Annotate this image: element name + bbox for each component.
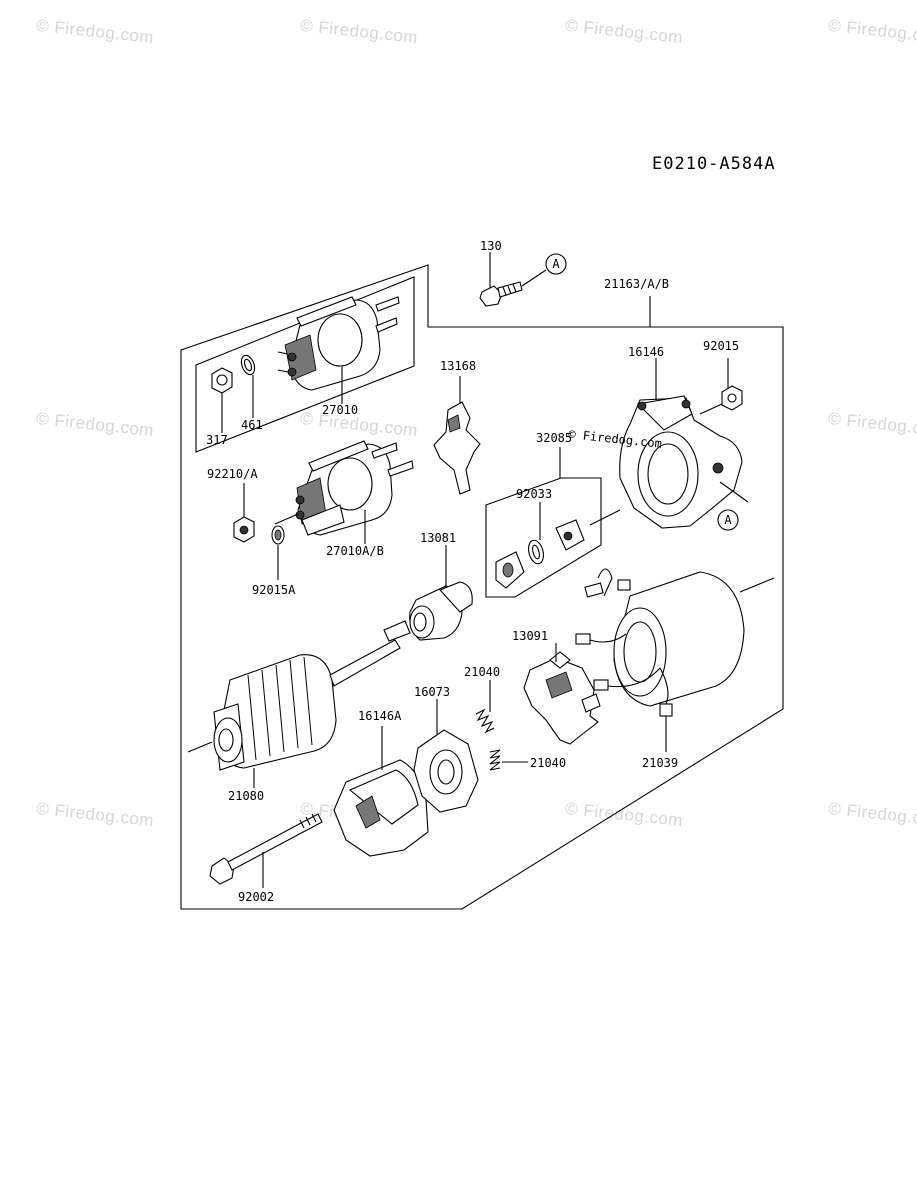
label-130: 130 [480,239,502,253]
label-16146: 16146 [628,345,664,359]
brush-plate-16073 [413,699,479,813]
label-461: 461 [241,418,263,432]
label-13091: 13091 [512,629,548,643]
label-21040: 21040 [530,756,566,770]
brush-spring-21040 [475,680,495,734]
insulator-kit-outline [485,477,602,598]
armature-21080 [187,620,411,788]
label-32085: 32085 [536,431,572,445]
lever-13168 [433,376,481,495]
label-16073: 16073 [414,685,450,699]
through-bolt-92002 [209,813,323,888]
pinion-clutch-13081 [409,545,473,641]
label-92015a: 92015A [252,583,296,597]
label-21040: 21040 [464,665,500,679]
label-92002: 92002 [238,890,274,904]
label-92015: 92015 [703,339,739,353]
assembly-outline [180,264,784,910]
label-27010ab: 27010A/B [326,544,384,558]
bolt-130: A [479,252,567,307]
label-13081: 13081 [420,531,456,545]
drive-housing-16146: A [619,296,749,531]
label-317: 317 [206,433,228,447]
ref-mark-a: A [724,513,732,527]
label-27010: 27010 [322,403,358,417]
label-21039: 21039 [642,756,678,770]
diagram-id: E0210-A584A [652,154,776,174]
solenoid-27010 [277,296,400,391]
insulator-32085 [495,447,621,589]
label-21163ab: 21163/A/B [604,277,669,291]
yoke-21039 [575,568,775,752]
label-13168: 13168 [440,359,476,373]
label-92210a: 92210/A [207,467,258,481]
label-92033: 92033 [516,487,552,501]
end-frame-16146a [333,726,429,857]
brush-spring-21040 [489,749,528,771]
ref-mark-a: A [552,257,560,271]
solenoid-27010ab [274,440,414,536]
label-21080: 21080 [228,789,264,803]
label-16146a: 16146A [358,709,402,723]
brush-holder-13091 [523,643,601,745]
